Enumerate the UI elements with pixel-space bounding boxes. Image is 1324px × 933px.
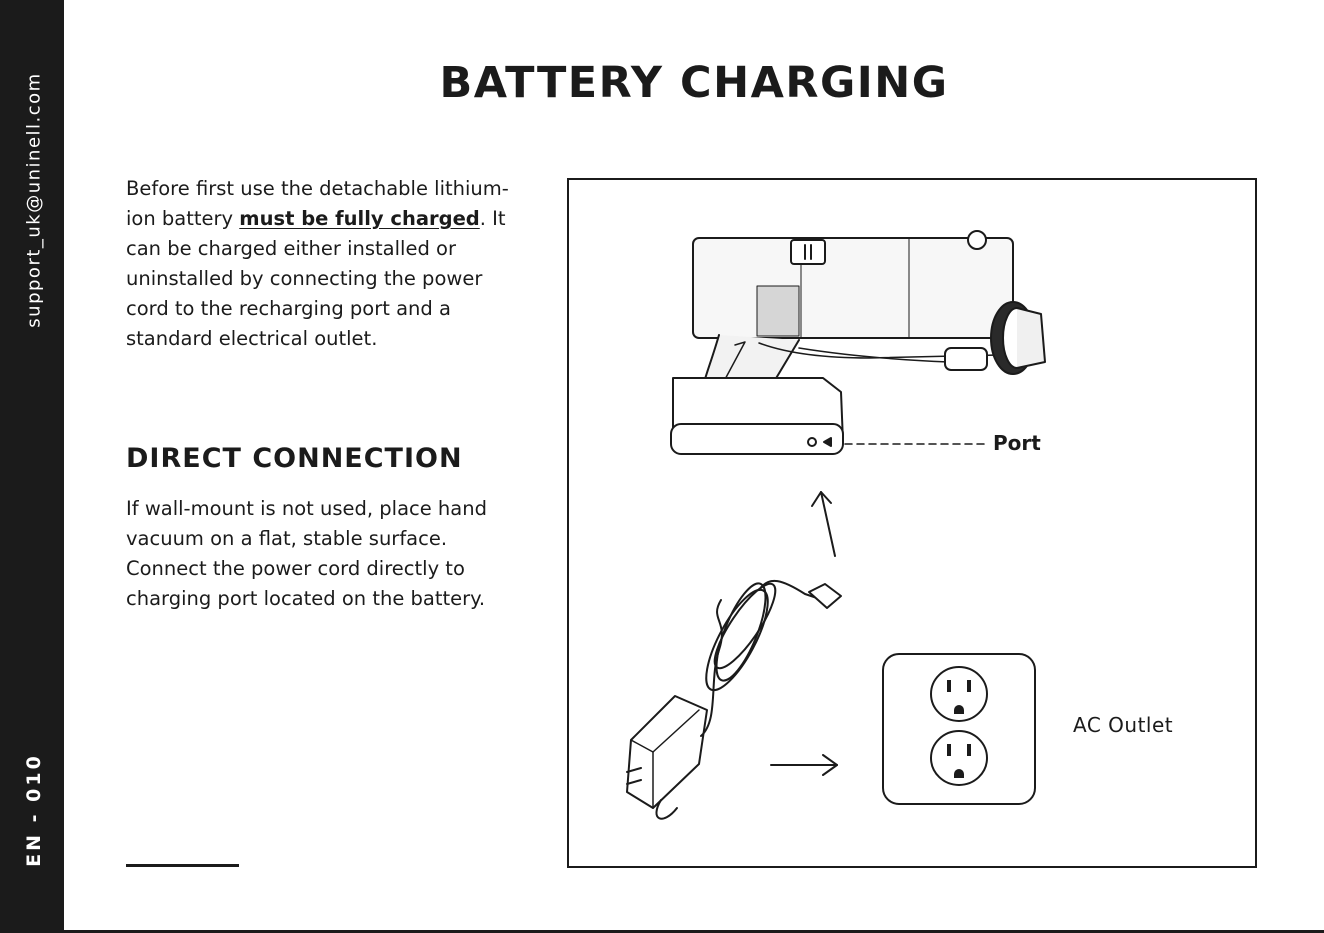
intro-paragraph: Before first use the detachable lithium-… [126, 174, 521, 354]
bottom-divider [0, 930, 1324, 933]
ac-outlet-icon [882, 653, 1036, 805]
hand-vacuum-icon [670, 230, 1046, 455]
sidebar: support_uk@uninell.com EN - 010 [0, 0, 64, 933]
support-email: support_uk@uninell.com [23, 72, 45, 328]
direct-connection-paragraph: If wall-mount is not used, place hand va… [126, 497, 487, 610]
page-number: EN - 010 [23, 753, 45, 867]
outlet-slots-icon [947, 680, 971, 778]
charging-diagram: Port AC Outlet [567, 178, 1257, 868]
arrow-up-icon [811, 491, 836, 557]
page-title: BATTERY CHARGING [439, 58, 949, 108]
port-label: Port [993, 431, 1041, 455]
intro-emphasis: must be fully charged [239, 207, 480, 230]
section-heading: DIRECT CONNECTION [126, 443, 463, 474]
power-adapter-icon [626, 579, 842, 820]
ac-outlet-label: AC Outlet [1073, 713, 1174, 737]
charging-illustration [626, 230, 1046, 820]
intro-text-after: . It can be charged either installed or … [126, 207, 506, 350]
arrow-right-icon [770, 754, 838, 776]
intro-text-before: Before first use the detachable lithium-… [126, 177, 509, 230]
footer-rule [126, 864, 239, 867]
